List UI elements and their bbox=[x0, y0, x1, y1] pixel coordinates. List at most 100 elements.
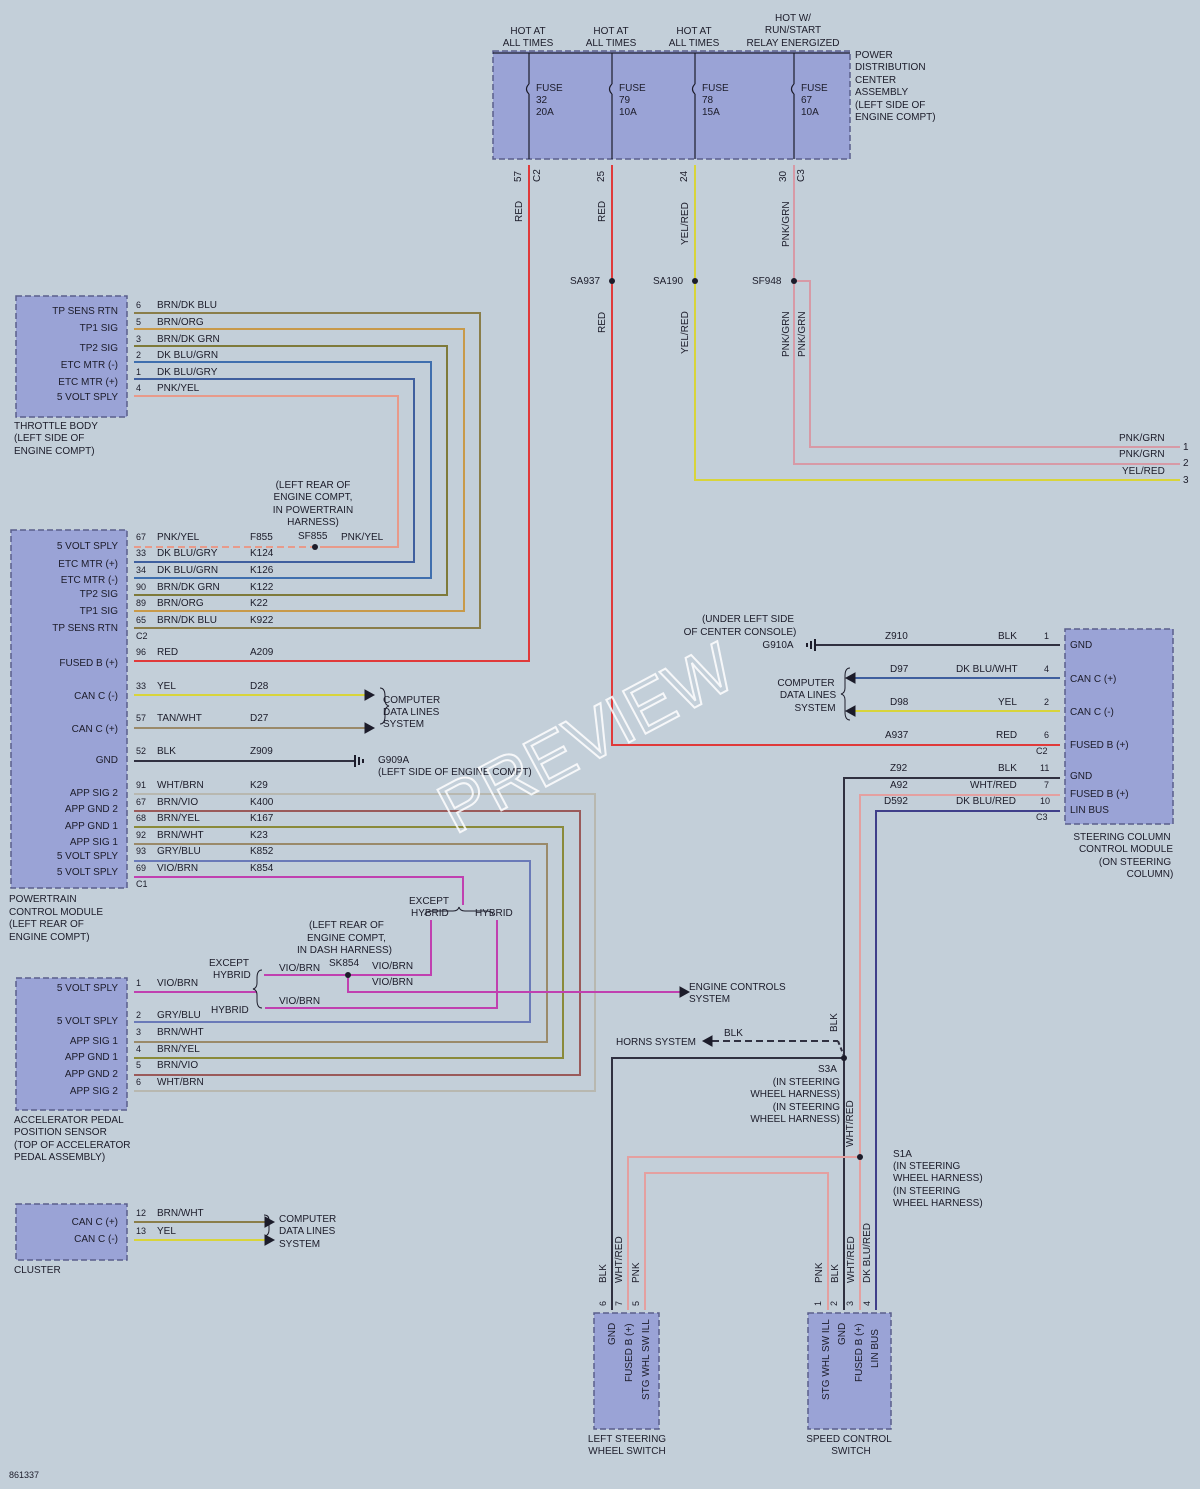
note-line: HARNESS) bbox=[287, 517, 339, 528]
lsws-wires: BLK WHT/RED PNK 6 7 5 GND FUSED B (+) ST… bbox=[598, 1236, 652, 1400]
note-line: WHEEL HARNESS) bbox=[750, 1114, 840, 1125]
wire-label: TAN/WHT bbox=[157, 713, 202, 724]
pin-label: APP GND 1 bbox=[65, 1052, 119, 1063]
throttle-body-pins: TP SENS RTN TP1 SIG TP2 SIG ETC MTR (-) … bbox=[52, 306, 118, 403]
note-line: HYBRID bbox=[211, 1005, 249, 1016]
wire-pin: 5 bbox=[136, 1060, 141, 1070]
hybrid-notes: EXCEPT HYBRID HYBRID (LEFT REAR OF ENGIN… bbox=[209, 896, 786, 1016]
wire-label: WHT/RED bbox=[846, 1236, 857, 1283]
note-line: SYSTEM bbox=[383, 719, 424, 730]
fuse-1-rating: 20A bbox=[536, 107, 554, 118]
pdc-fuses: FUSE 32 20A FUSE 79 10A FUSE 78 15A FUSE… bbox=[536, 83, 828, 118]
pdc-hot-labels: HOT AT ALL TIMES HOT AT ALL TIMES HOT AT… bbox=[503, 13, 840, 49]
wire-pnk-grn-2 bbox=[794, 280, 1180, 448]
fuse-4-rating: 10A bbox=[801, 107, 819, 118]
note-line: ENGINE CONTROLS bbox=[689, 982, 786, 993]
connector-label: C2 bbox=[1036, 746, 1048, 756]
wire-label: DK BLU/RED bbox=[862, 1223, 873, 1283]
pdc-pin: 24 bbox=[679, 170, 690, 182]
connector-label: C1 bbox=[136, 879, 148, 889]
connector-label: C2 bbox=[136, 631, 148, 641]
wire-label: BLK bbox=[724, 1028, 743, 1039]
circuit-label: A937 bbox=[885, 730, 909, 741]
wire-pin: 90 bbox=[136, 582, 146, 592]
wire-pin: 1 bbox=[813, 1301, 823, 1306]
wire-pin: 2 bbox=[136, 350, 141, 360]
pdc-label: POWER DISTRIBUTION CENTER ASSEMBLY (LEFT… bbox=[855, 50, 936, 123]
wire-label: YEL/RED bbox=[1122, 466, 1165, 477]
wire-label: VIO/BRN bbox=[279, 996, 320, 1007]
pin-label: LIN BUS bbox=[1070, 805, 1109, 816]
splice-label: S3A bbox=[818, 1064, 837, 1075]
scs-wires: PNK BLK WHT/RED DK BLU/RED 1 2 3 4 STG W… bbox=[813, 1223, 881, 1400]
hot-label-1a: HOT AT bbox=[510, 26, 545, 37]
horns-system-label: HORNS SYSTEM bbox=[616, 1037, 696, 1048]
connector-label: C3 bbox=[1036, 812, 1048, 822]
splice-label: SA190 bbox=[653, 276, 683, 287]
wire-label: WHT/BRN bbox=[157, 1077, 204, 1088]
wire-label: DK BLU/RED bbox=[956, 796, 1016, 807]
wire-label: DK BLU/GRN bbox=[157, 565, 218, 576]
circuit-label: K167 bbox=[250, 813, 274, 824]
wire-label: RED bbox=[514, 201, 525, 222]
module-label: ACCELERATOR PEDAL bbox=[14, 1115, 124, 1126]
wire-label: BRN/DK BLU bbox=[157, 615, 217, 626]
wire-label: PNK/YEL bbox=[341, 532, 384, 543]
note-line: EXCEPT bbox=[209, 958, 249, 969]
hot-label-2b: ALL TIMES bbox=[586, 38, 637, 49]
hot-label-2a: HOT AT bbox=[593, 26, 628, 37]
wire-pin: 11 bbox=[1040, 763, 1049, 773]
splice-sk854 bbox=[345, 972, 351, 978]
wire-pnk-grn-1 bbox=[793, 165, 1180, 465]
pin-label: TP2 SIG bbox=[80, 343, 119, 354]
circuit-label: K400 bbox=[250, 797, 274, 808]
pin-label: 5 VOLT SPLY bbox=[57, 541, 118, 552]
wire-pin: 33 bbox=[136, 548, 146, 558]
hot-label-3b: ALL TIMES bbox=[669, 38, 720, 49]
wire-label: YEL/RED bbox=[680, 311, 691, 354]
pdc-label-line: ASSEMBLY bbox=[855, 87, 908, 98]
circuit-label: K124 bbox=[250, 548, 274, 559]
pin-label: APP GND 2 bbox=[65, 804, 119, 815]
pcm-wires: 67 PNK/YEL F855 33 DK BLU/GRY K124 34 DK… bbox=[136, 532, 274, 874]
note-line: COMPUTER bbox=[383, 695, 440, 706]
wire-pin: 1 bbox=[136, 367, 141, 377]
pin-label: CAN C (+) bbox=[1070, 674, 1116, 685]
wire-label: RED bbox=[996, 730, 1017, 741]
fuse-4-number: 67 bbox=[801, 95, 813, 106]
scs-box bbox=[807, 1312, 892, 1430]
splice-sa937 bbox=[609, 278, 615, 284]
vertical-wire-labels: RED RED RED YEL/RED YEL/RED PNK/GRN PNK/… bbox=[514, 201, 808, 357]
note-line: IN POWERTRAIN bbox=[273, 505, 353, 516]
wire-label: PNK/YEL bbox=[157, 532, 200, 543]
note-line: OF CENTER CONSOLE) bbox=[684, 627, 797, 638]
splice-s3a bbox=[841, 1055, 847, 1061]
splice-s1a bbox=[857, 1154, 863, 1160]
circuit-label: D97 bbox=[890, 664, 909, 675]
pin-label: 5 VOLT SPLY bbox=[57, 867, 118, 878]
pin-label: STG WHL SW ILL bbox=[641, 1319, 652, 1400]
wire-pin: 33 bbox=[136, 681, 146, 691]
pdc-pin: 57 bbox=[513, 170, 524, 182]
pdc-pin: 30 bbox=[778, 170, 789, 182]
pin-label: LIN BUS bbox=[870, 1329, 881, 1368]
wire-label: BRN/WHT bbox=[157, 1208, 204, 1219]
pdc-connector: C2 bbox=[532, 169, 543, 182]
pin-label: TP1 SIG bbox=[80, 606, 119, 617]
wire-label: YEL/RED bbox=[680, 202, 691, 245]
splice-sf948 bbox=[791, 278, 797, 284]
wire-pin: 96 bbox=[136, 647, 146, 657]
note-line: ENGINE COMPT, bbox=[307, 933, 386, 944]
splice-sa190 bbox=[692, 278, 698, 284]
pin-label: APP SIG 1 bbox=[70, 1036, 119, 1047]
wire-pin: 89 bbox=[136, 598, 146, 608]
note-line: SYSTEM bbox=[279, 1239, 320, 1250]
module-label: POSITION SENSOR bbox=[14, 1127, 107, 1138]
module-label: (LEFT REAR OF bbox=[9, 919, 84, 930]
braces bbox=[252, 667, 851, 1237]
wire-pin: 4 bbox=[1044, 664, 1049, 674]
fuse-3-number: 78 bbox=[702, 95, 714, 106]
wire-red-a937 bbox=[611, 165, 1060, 746]
pin-label: CAN C (+) bbox=[72, 1217, 118, 1228]
wire-pin: 92 bbox=[136, 830, 146, 840]
